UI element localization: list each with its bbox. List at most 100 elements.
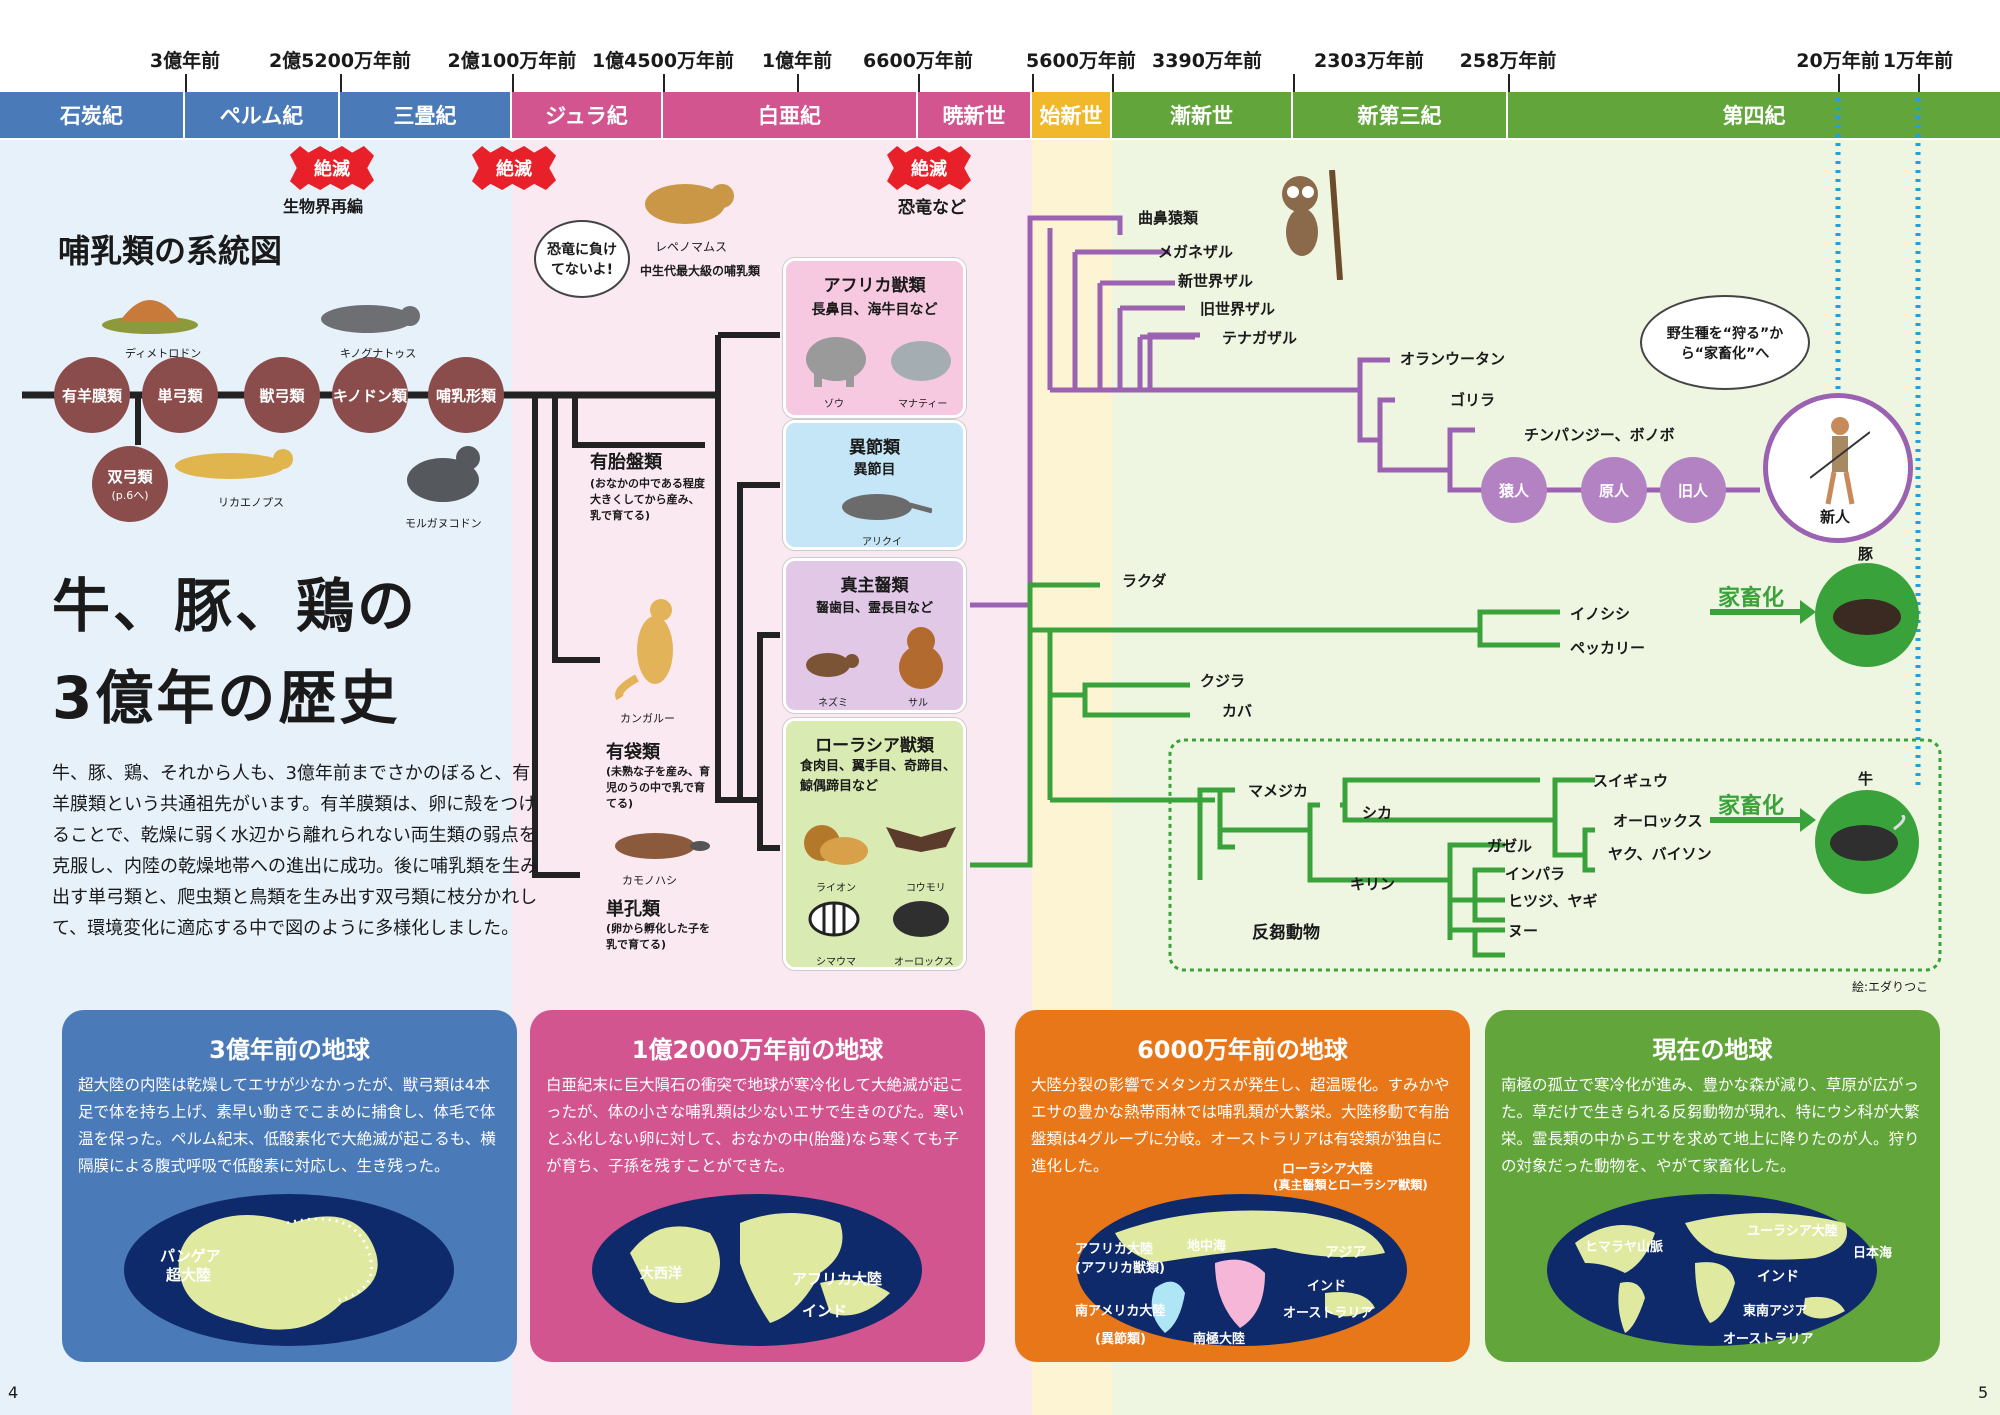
aurochs-illustration [893,901,949,937]
tick-label: 3390万年前 [1152,50,1262,72]
animal-caption: コウモリ [906,883,946,894]
map-label: ユーラシア大陸 [1747,1224,1838,1239]
animal-caption: サル [908,698,928,709]
card-text: 白亜紀末に巨大隕石の衝突で地球が寒冷化して大絶滅が起こったが、体の小さな哺乳類は… [546,1076,965,1175]
primate-label: 旧世界ザル [1200,300,1276,318]
speech-bubble: 恐竜に負けてないよ! [534,220,630,298]
extinction-note: 生物界再編 [283,197,364,216]
extinction-badge: 絶滅 [472,146,556,190]
monotreme-note: (卵から孵化した子を乳で育てる) [606,922,711,951]
pig-label: 豚 [1858,545,1874,563]
marsupial-note: (未熟な子を産み、育児のうの中で乳で育てる) [606,765,711,810]
primate-label: 新世界ザル [1178,272,1254,290]
human-node-archaic: 原人 [1581,457,1647,523]
stem-node-mammaliaforms: 哺乳形類 [428,357,504,433]
era-neogene: 新第三紀 [1293,92,1508,138]
tick-label: 1万年前 [1882,50,1954,72]
stem-node-cynodonts: キノドン類 [332,357,408,433]
domestication-label: 家畜化 [1718,586,1785,611]
group-sub: 異節目 [853,462,896,478]
monkey-illustration [899,627,943,689]
primate-label: オランウータン [1400,350,1506,368]
tick-mark [1032,74,1034,92]
era-oligocene: 漸新世 [1112,92,1293,138]
repenomamus-note: 中生代最大級の哺乳類 [640,264,761,278]
map-label: 東南アジア [1743,1304,1808,1319]
ungulate-label: ガゼル [1487,837,1533,855]
map-label: 超大陸 [166,1266,212,1284]
map-label: 南アメリカ大陸 [1075,1304,1166,1319]
main-title-line1: 牛、豚、鶏の [52,572,419,640]
ungulate-label: イノシシ [1570,605,1631,623]
mouse-illustration [806,653,859,677]
domestication-label: 家畜化 [1718,794,1785,819]
tick-mark [1112,74,1114,92]
map-label: オーストラリア [1723,1332,1814,1347]
monotreme-label: 単孔類 [606,899,660,920]
ungulate-label: ヌー [1508,922,1539,940]
aurochs-circle-illustration [1830,815,1906,861]
card-text: 超大陸の内陸は乾燥してエサが少なかったが、獣弓類は4本足で体を持ち上げ、素早い動… [78,1076,496,1175]
earth-card-60mya: 6000万年前の地球 大陸分裂の影響でメタンガスが発生し、超温暖化。すみかやエサ… [1015,1010,1470,1362]
tick-mark [797,74,799,92]
animal-caption: リカエノプス [218,496,284,509]
group-afrotheria: アフリカ獣類 長鼻目、海牛目など ゾウ マナティー [783,258,966,418]
animal-caption: アリクイ [862,537,902,548]
animal-caption: カモノハシ [622,874,677,887]
cow-circle [1815,790,1919,894]
extinction-note: 恐竜など [898,198,966,218]
primate-label: ゴリラ [1450,391,1496,409]
main-title-line2: 3億年の歴史 [52,664,401,732]
animal-caption: カンガルー [620,712,675,725]
map-label: ローラシア大陸 [1282,1162,1373,1177]
group-sub: 食肉目、翼手目、奇蹄目、鯨偶蹄目など [800,759,957,794]
manatee-illustration [891,341,951,381]
tick-mark [1838,74,1840,92]
animal-caption: マナティー [898,399,948,410]
extinction-badge: 絶滅 [290,146,374,190]
earth-card-120mya: 1億2000万年前の地球 白亜紀末に巨大隕石の衝突で地球が寒冷化して大絶滅が起こ… [530,1010,985,1362]
speech-bubble: 野生種を“狩る”から“家畜化”へ [1640,295,1810,390]
era-triassic: 三畳紀 [340,92,512,138]
extinction-badge: 絶滅 [887,146,971,190]
body-text: 牛、豚、鶏、それから人も、3億年前までさかのぼると、有羊膜類という共通祖先がいま… [52,763,538,939]
map-label: オーストラリア [1283,1306,1374,1321]
ungulate-label: カバ [1222,702,1253,720]
stem-node-therapsids: 獣弓類 [244,357,320,433]
diapsid-label: 双弓類 [107,467,153,486]
ungulate-label: インパラ [1505,865,1566,883]
repenomamus-label: レペノマムス [655,240,728,254]
card-text: 大陸分裂の影響でメタンガスが発生し、超温暖化。すみかやエサの豊かな熱帯雨林では哺… [1031,1076,1450,1175]
card-title: 現在の地球 [1652,1036,1773,1064]
tick-mark [1293,74,1295,92]
section-title: 哺乳類の系統図 [58,232,283,270]
card-title: 3億年前の地球 [209,1036,370,1064]
platypus-illustration [615,833,710,859]
group-sub: 齧歯目、霊長目など [815,601,933,616]
placental-note: (おなかの中である程度大きくしてから産み、乳で育てる) [590,477,705,522]
lion-illustration [804,825,868,865]
tick-mark [512,74,514,92]
tick-mark [185,74,187,92]
ungulate-label: クジラ [1200,672,1246,690]
tick-label: 258万年前 [1459,50,1557,72]
main-title: 牛、豚、鶏の 3億年の歴史 [52,560,418,744]
animal-caption: オーロックス [894,957,954,968]
earth-card-present: 現在の地球 南極の孤立で寒冷化が進み、豊かな森が減り、草原が広がった。草だけで生… [1485,1010,1940,1362]
animal-caption: ディメトロドン [125,347,202,360]
tick-mark [663,74,665,92]
new-human-circle: 新人 [1763,393,1913,543]
map-label: アジア [1325,1245,1367,1261]
ungulate-label: シカ [1362,804,1393,822]
era-eocene: 始新世 [1032,92,1112,138]
cow-label: 牛 [1858,770,1874,788]
ungulate-label: スイギュウ [1593,772,1669,790]
group-title: 異節類 [849,438,900,458]
dimetrodon-illustration [102,300,198,334]
map-label: インド [1307,1279,1347,1294]
pig-circle [1815,563,1919,667]
era-permian: ペルム紀 [185,92,340,138]
map-label: (真主齧類とローラシア獣類) [1273,1178,1428,1192]
ungulate-label: ペッカリー [1570,639,1646,657]
tick-label: 2億5200万年前 [268,50,412,72]
